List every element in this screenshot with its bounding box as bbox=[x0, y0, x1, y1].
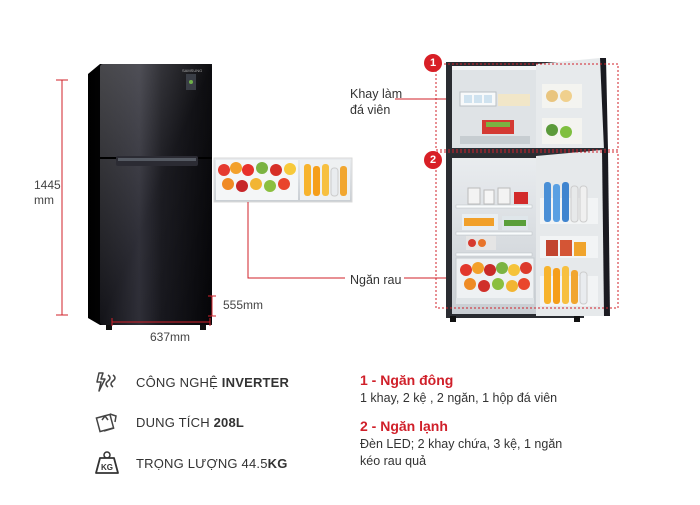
height-dimension bbox=[56, 79, 68, 316]
depth-dimension bbox=[208, 295, 216, 317]
fridge-highlight-box bbox=[435, 151, 619, 309]
fridge-closed: SAMSUNG bbox=[88, 64, 212, 330]
feature-weight-label: TRỌNG LƯỢNG 44.5KG bbox=[136, 456, 288, 471]
fridge-open bbox=[446, 58, 610, 322]
height-unit: mm bbox=[34, 193, 54, 207]
weight-icon: KG bbox=[95, 451, 119, 474]
height-value: 1445 bbox=[34, 178, 61, 192]
ice-tray-line2: đá viên bbox=[350, 103, 391, 117]
depth-label: 555mm bbox=[223, 298, 264, 312]
freezer-highlight-box bbox=[435, 63, 619, 151]
capacity-icon bbox=[95, 413, 117, 433]
drawer-zoom-inset bbox=[213, 157, 353, 203]
badge-freezer: 1 bbox=[424, 54, 442, 72]
ice-tray-callout: Khay làm đá viên bbox=[350, 86, 402, 118]
fridge-desc-line1: Đèn LED; 2 khay chứa, 3 kệ, 1 ngăn bbox=[360, 437, 563, 451]
inverter-icon bbox=[96, 372, 116, 392]
ice-tray-line1: Khay làm bbox=[350, 87, 403, 101]
fridge-section: 2 - Ngăn lạnh Đèn LED; 2 khay chứa, 3 kệ… bbox=[360, 418, 562, 470]
freezer-section: 1 - Ngăn đông 1 khay, 2 kệ , 2 ngăn, 1 h… bbox=[360, 372, 557, 407]
feature-capacity-label: DUNG TÍCH 208L bbox=[136, 415, 245, 430]
freezer-title: 1 - Ngăn đông bbox=[360, 372, 454, 388]
width-dimension bbox=[111, 318, 211, 326]
height-label: 1445 mm bbox=[34, 178, 61, 208]
weight-icon-text: KG bbox=[101, 463, 113, 472]
brand-logo: SAMSUNG bbox=[182, 68, 202, 73]
crisper-leader-left bbox=[247, 202, 345, 279]
width-label: 637mm bbox=[150, 330, 191, 344]
freezer-desc: 1 khay, 2 kệ , 2 ngăn, 1 hộp đá viên bbox=[360, 391, 558, 405]
fridge-title: 2 - Ngăn lạnh bbox=[360, 418, 448, 434]
feature-inverter-label: CÔNG NGHỆ INVERTER bbox=[136, 375, 290, 390]
badge-fridge: 2 bbox=[424, 151, 442, 169]
crisper-callout: Ngăn rau bbox=[350, 273, 402, 287]
fridge-desc-line2: kéo rau quả bbox=[360, 454, 427, 468]
